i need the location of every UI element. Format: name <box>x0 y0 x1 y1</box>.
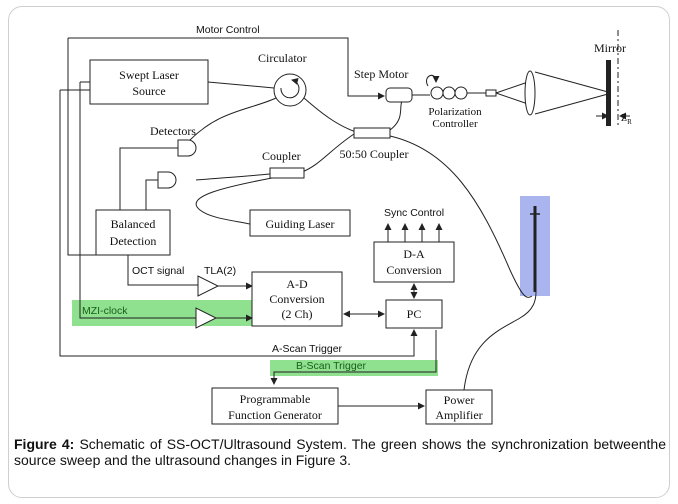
ad-conversion-box <box>251 271 343 327</box>
swept-laser-label-1: Swept Laser <box>119 68 179 82</box>
ad-label-2: Conversion <box>269 292 324 306</box>
a-scan-trigger-label: A-Scan Trigger <box>272 343 343 355</box>
balanced-detection-box <box>95 209 171 256</box>
mzi-clock-label: MZI-clock <box>82 305 128 317</box>
power-label-1: Power <box>444 393 475 407</box>
lens-icon <box>524 70 536 116</box>
schematic-diagram: Motor Control Swept Laser Source Circula… <box>59 24 632 425</box>
sync-control-label: Sync Control <box>384 207 444 219</box>
beam-focus <box>534 71 609 115</box>
motor-control-line <box>67 38 96 256</box>
da-label-2: Conversion <box>386 263 441 277</box>
mzi-clock-wire <box>79 102 196 319</box>
da-label-1: D-A <box>403 247 425 261</box>
power-label-2: Amplifier <box>435 408 482 422</box>
detector2-wire <box>145 179 158 210</box>
balanced-label-1: Balanced <box>111 217 156 231</box>
coupler-box <box>269 167 305 179</box>
zr-label: ZR <box>621 113 632 126</box>
da-conversion-box <box>373 241 455 283</box>
pc-label: PC <box>407 307 422 321</box>
mzi-clock-highlight <box>72 300 286 326</box>
pfg-label-1: Programmable <box>240 392 311 406</box>
oct-signal-label: OCT signal <box>132 265 184 277</box>
mirror-icon <box>606 60 611 126</box>
power-amplifier-box <box>425 389 493 425</box>
laser-to-circulator-fiber <box>207 81 275 89</box>
step-motor-label: Step Motor <box>354 67 408 81</box>
beam-expand <box>495 81 529 105</box>
circulator-label: Circulator <box>258 51 307 65</box>
motor-control-label: Motor Control <box>196 24 260 36</box>
b-scan-trigger-wire <box>270 330 437 385</box>
coupler-5050-label: 50:50 Coupler <box>340 147 409 161</box>
guiding-laser-box <box>249 209 351 237</box>
coupler-to-probe-fiber <box>389 135 533 298</box>
detectors-label: Detectors <box>150 124 196 138</box>
function-generator-box <box>211 387 339 425</box>
tla-amplifier-icon-2 <box>195 307 218 329</box>
coupler-5050-box <box>353 127 391 139</box>
tla-label: TLA(2) <box>204 265 236 277</box>
b-scan-trigger-label: B-Scan Trigger <box>296 360 367 372</box>
caption-text: Schematic of SS-OCT/Ultrasound System. T… <box>14 436 666 468</box>
tla-amplifier-icon-1 <box>197 275 220 297</box>
circulator-to-detector-fiber <box>189 97 277 141</box>
pc-box <box>385 299 443 329</box>
caption-label: Figure 4: <box>14 436 75 452</box>
ad-label-3: (2 Ch) <box>282 307 313 321</box>
ad-label-1: A-D <box>286 277 308 291</box>
amplifier-to-transducer-cable <box>463 291 537 391</box>
circulator-icon <box>273 73 307 107</box>
coupler-label: Coupler <box>262 149 301 163</box>
pc-loop-3 <box>454 86 468 100</box>
pc-loop-1 <box>430 86 444 100</box>
swept-laser-label-2: Source <box>132 84 165 98</box>
detector-icon-1 <box>177 139 197 157</box>
figure-caption: Figure 4: Schematic of SS-OCT/Ultrasound… <box>14 436 666 468</box>
coupler-to-coupler-fiber <box>301 133 355 173</box>
detector1-wire <box>119 147 178 210</box>
guiding-laser-fiber <box>195 177 273 225</box>
balanced-label-2: Detection <box>110 234 157 248</box>
polarization-label-1: Polarization <box>428 106 482 118</box>
motor-control-to-step-motor <box>68 37 385 100</box>
step-motor-icon <box>385 87 413 103</box>
rotation-arrow-icon <box>426 74 440 87</box>
pc-loop-2 <box>442 86 456 100</box>
circulator-arrow <box>280 77 300 99</box>
detector-icon-2 <box>157 171 177 189</box>
oct-signal-wire <box>127 255 198 286</box>
collimator-icon <box>485 89 497 97</box>
guiding-laser-label: Guiding Laser <box>266 217 335 231</box>
a-scan-trigger-wire <box>59 90 418 357</box>
pfg-label-2: Function Generator <box>228 408 322 422</box>
polarization-label-2: Controller <box>432 118 478 130</box>
mirror-label: Mirror <box>594 41 626 55</box>
coupler-to-detector-fiber <box>195 173 271 181</box>
circulator-to-coupler-fiber <box>303 97 357 133</box>
